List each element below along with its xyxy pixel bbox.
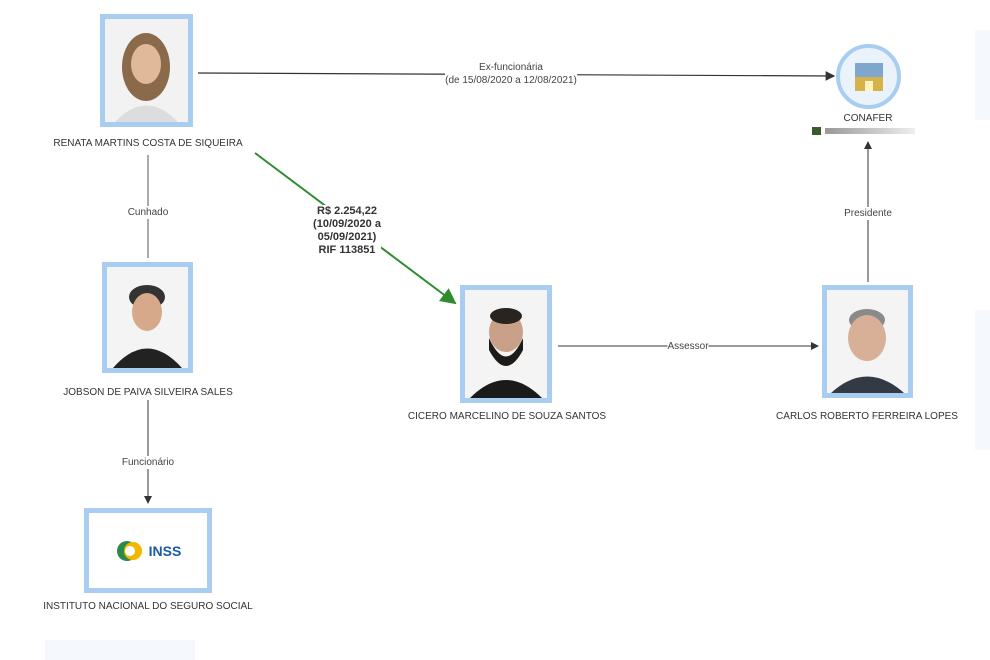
person-photo-icon: [105, 19, 188, 122]
edge-label-assessor: Assessor: [667, 340, 709, 353]
node-inss-logo[interactable]: INSS: [84, 508, 212, 593]
edge-label-funcionario: Funcionário: [121, 456, 175, 469]
edge-label-cunhado: Cunhado: [127, 206, 169, 219]
node-carlos-label: CARLOS ROBERTO FERREIRA LOPES: [776, 411, 958, 422]
node-jobson-photo[interactable]: [102, 262, 193, 373]
offscreen-node-fragment: [45, 640, 195, 660]
building-icon: [854, 62, 883, 91]
node-cicero-label: CICERO MARCELINO DE SOUZA SANTOS: [407, 411, 607, 422]
node-renata-photo[interactable]: [100, 14, 193, 127]
node-jobson-label: JOBSON DE PAIVA SILVEIRA SALES: [63, 387, 233, 398]
offscreen-node-fragment: [975, 30, 990, 120]
edge-label-presidente: Presidente: [844, 207, 892, 220]
offscreen-node-fragment: [975, 310, 990, 450]
node-conafer-label: CONAFER: [843, 113, 893, 124]
node-renata-label: RENATA MARTINS COSTA DE SIQUEIRA: [53, 138, 243, 149]
node-carlos-photo[interactable]: [822, 285, 913, 398]
person-photo-icon: [107, 267, 188, 368]
person-photo-icon: [827, 290, 908, 393]
node-conafer[interactable]: [836, 44, 901, 109]
node-cicero-photo[interactable]: [460, 285, 552, 403]
node-inss-label: INSTITUTO NACIONAL DO SEGURO SOCIAL: [43, 601, 253, 612]
node-sublabel-blurred: [825, 128, 915, 134]
inss-logo-text: INSS: [148, 542, 182, 559]
inss-logo-icon: [116, 540, 142, 561]
person-photo-icon: [465, 290, 547, 398]
node-badge-icon: [812, 127, 821, 135]
edge-label-ex-funcionaria: Ex-funcionária(de 15/08/2020 a 12/08/202…: [445, 61, 577, 87]
